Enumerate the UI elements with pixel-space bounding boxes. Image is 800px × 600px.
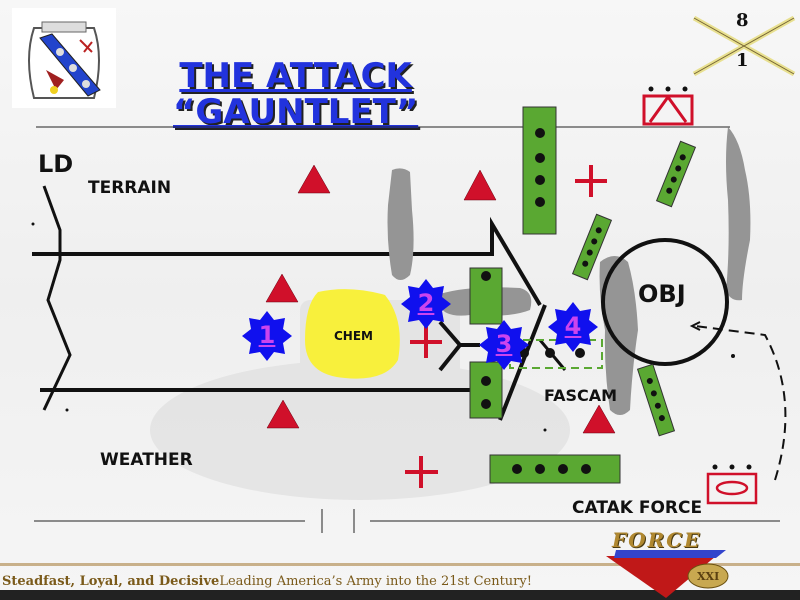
- fascam-label: FASCAM: [544, 386, 618, 405]
- enemy-triangles: [265, 164, 616, 434]
- footer-slogan: Leading America’s Army into the 21st Cen…: [219, 574, 532, 589]
- line-of-departure: [42, 185, 72, 411]
- terrain-label: TERRAIN: [88, 178, 172, 198]
- unit-green-center-bottom: [469, 361, 503, 419]
- insignia-number-top: 8: [736, 10, 749, 31]
- title-line-2: “GAUNTLET”: [173, 92, 419, 132]
- footer-bar: [0, 590, 800, 600]
- catak-force-unit: [706, 472, 758, 505]
- axis-arrow-top: [32, 216, 542, 307]
- phase-star-4: 4: [564, 312, 582, 340]
- catak-force-label: CATAK FORCE: [572, 498, 703, 518]
- title-line-1: THE ATTACK: [179, 56, 412, 96]
- footer-text: Steadfast, Loyal, and DecisiveLeading Am…: [2, 574, 532, 589]
- line-of-departure-label: LD: [38, 150, 74, 178]
- terrain-blob-3: [599, 256, 638, 415]
- objective-circle: [601, 238, 729, 366]
- chem-area: [305, 289, 400, 379]
- weather-label: WEATHER: [100, 450, 193, 470]
- phase-stars: [242, 279, 598, 370]
- unit-green-center-top: [469, 267, 503, 325]
- unit-green-tilted-3: [636, 363, 676, 437]
- force-logo-sub: XXI: [697, 570, 720, 583]
- regiment-crest-logo: [12, 8, 116, 108]
- terrain-blob-4: [726, 127, 751, 301]
- insignia-number-bottom: 1: [736, 50, 749, 71]
- terrain-blob-1: [387, 168, 414, 280]
- phase-star-1: 1: [258, 321, 276, 349]
- red-crosses: [405, 165, 607, 488]
- chem-label: CHEM: [334, 329, 373, 343]
- force-xxi-logo: [606, 550, 729, 598]
- footer-motto: Steadfast, Loyal, and Decisive: [2, 574, 220, 589]
- counterattack-route: [694, 325, 787, 481]
- phase-star-2: 2: [417, 289, 435, 317]
- slide-title: THE ATTACK “GAUNTLET”: [173, 58, 418, 130]
- objective-label: OBJ: [638, 280, 686, 308]
- footer-rule: [0, 563, 800, 566]
- unit-green-tilted-2: [571, 213, 613, 281]
- unit-green-tilted-1: [655, 140, 697, 208]
- enemy-unit-top: [642, 94, 694, 126]
- unit-green-top-vertical: [522, 106, 557, 235]
- phase-star-3: 3: [495, 330, 513, 358]
- unit-green-bottom-horizontal: [489, 454, 621, 484]
- crossed-rifles-insignia: [692, 15, 796, 77]
- force-logo-text: FORCE: [612, 528, 702, 552]
